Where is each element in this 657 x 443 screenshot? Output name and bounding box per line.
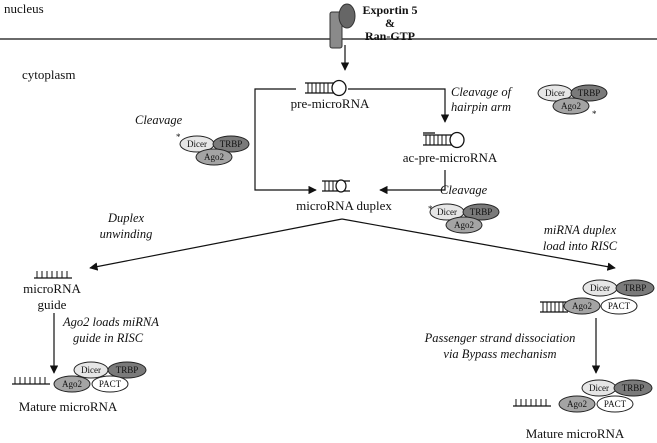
ago2-loads-line2: guide in RISC [73,331,144,345]
cleavage-hairpin-line1: Cleavage of [451,85,513,99]
ran-gtp-label: Ran-GTP [365,29,415,43]
dicer-label: Dicer [590,283,610,293]
microrna-guide-line2: guide [38,297,67,312]
trbp-label: TRBP [470,207,493,217]
dicer-complex-top-right: Dicer TRBP Ago2 * [537,84,608,119]
trbp-label: TRBP [578,88,601,98]
dicer-complex-left: Dicer TRBP Ago2 [179,135,250,166]
cleavage-right-label: Cleavage [440,183,488,197]
direct-cleavage-arrow [254,88,317,195]
trbp-label: TRBP [622,383,645,393]
mature-microrna-left-label: Mature microRNA [19,399,118,414]
asterisk-top-right: * [592,109,597,119]
load-risc-line1: miRNA duplex [544,223,617,237]
asterisk-mid-right: * [428,204,433,214]
pre-microrna-label: pre-microRNA [291,96,370,111]
pre-microrna-hairpin [304,79,347,97]
microrna-guide-strand [33,270,73,279]
ampersand-label: & [385,16,395,30]
nucleus-label: nucleus [4,1,44,16]
ago2-loads-line1: Ago2 loads miRNA [62,315,159,329]
microrna-duplex-label: microRNA duplex [296,198,392,213]
dicer-label: Dicer [589,383,609,393]
duplex-unwinding-line2: unwinding [100,227,153,241]
ac-pre-microrna-hairpin [422,131,465,149]
dicer-complex-mid-right: * Dicer TRBP Ago2 [428,203,500,234]
cleavage-left-label: Cleavage [135,113,183,127]
cleavage-hairpin-line2: hairpin arm [451,100,511,114]
risc-with-duplex: Dicer TRBP PACT Ago2 [539,279,655,315]
trbp-label: TRBP [116,365,139,375]
cytoplasm-label: cytoplasm [22,67,75,82]
unwinding-arrow [89,218,343,271]
microrna-guide-line1: microRNA [23,281,81,296]
ago2-label: Ago2 [561,101,581,111]
pact-label: PACT [99,379,122,389]
duplex-unwinding-line1: Duplex [107,211,145,225]
microrna-duplex-symbol [321,179,351,193]
ac-pre-microrna-label: ac-pre-microRNA [403,150,498,165]
ac-cleavage-arrow [379,170,446,195]
mature-risc-right: Dicer TRBP PACT Ago2 [512,379,653,413]
ago2-label: Ago2 [204,152,224,162]
load-risc-line2: load into RISC [543,239,618,253]
asterisk-left: * [176,132,181,142]
dicer-label: Dicer [437,207,457,217]
pact-label: PACT [608,301,631,311]
risc-loading-arrow [341,218,616,271]
passenger-line1: Passenger strand dissociation [424,331,576,345]
trbp-label: TRBP [220,139,243,149]
mature-risc-left: Dicer TRBP PACT Ago2 [11,361,147,393]
hairpin-cleavage-arrow [348,88,450,123]
exportin-label: Exportin 5 [362,3,417,17]
dicer-label: Dicer [545,88,565,98]
ago2-label: Ago2 [567,399,587,409]
exportin-channel [329,3,356,49]
passenger-line2: via Bypass mechanism [443,347,556,361]
ago2-label: Ago2 [62,379,82,389]
dicer-label: Dicer [81,365,101,375]
mature-microrna-right-label: Mature microRNA [526,426,625,441]
dicer-label: Dicer [187,139,207,149]
pact-label: PACT [604,399,627,409]
trbp-label: TRBP [624,283,647,293]
ago2-label: Ago2 [572,301,592,311]
ago2-label: Ago2 [454,220,474,230]
